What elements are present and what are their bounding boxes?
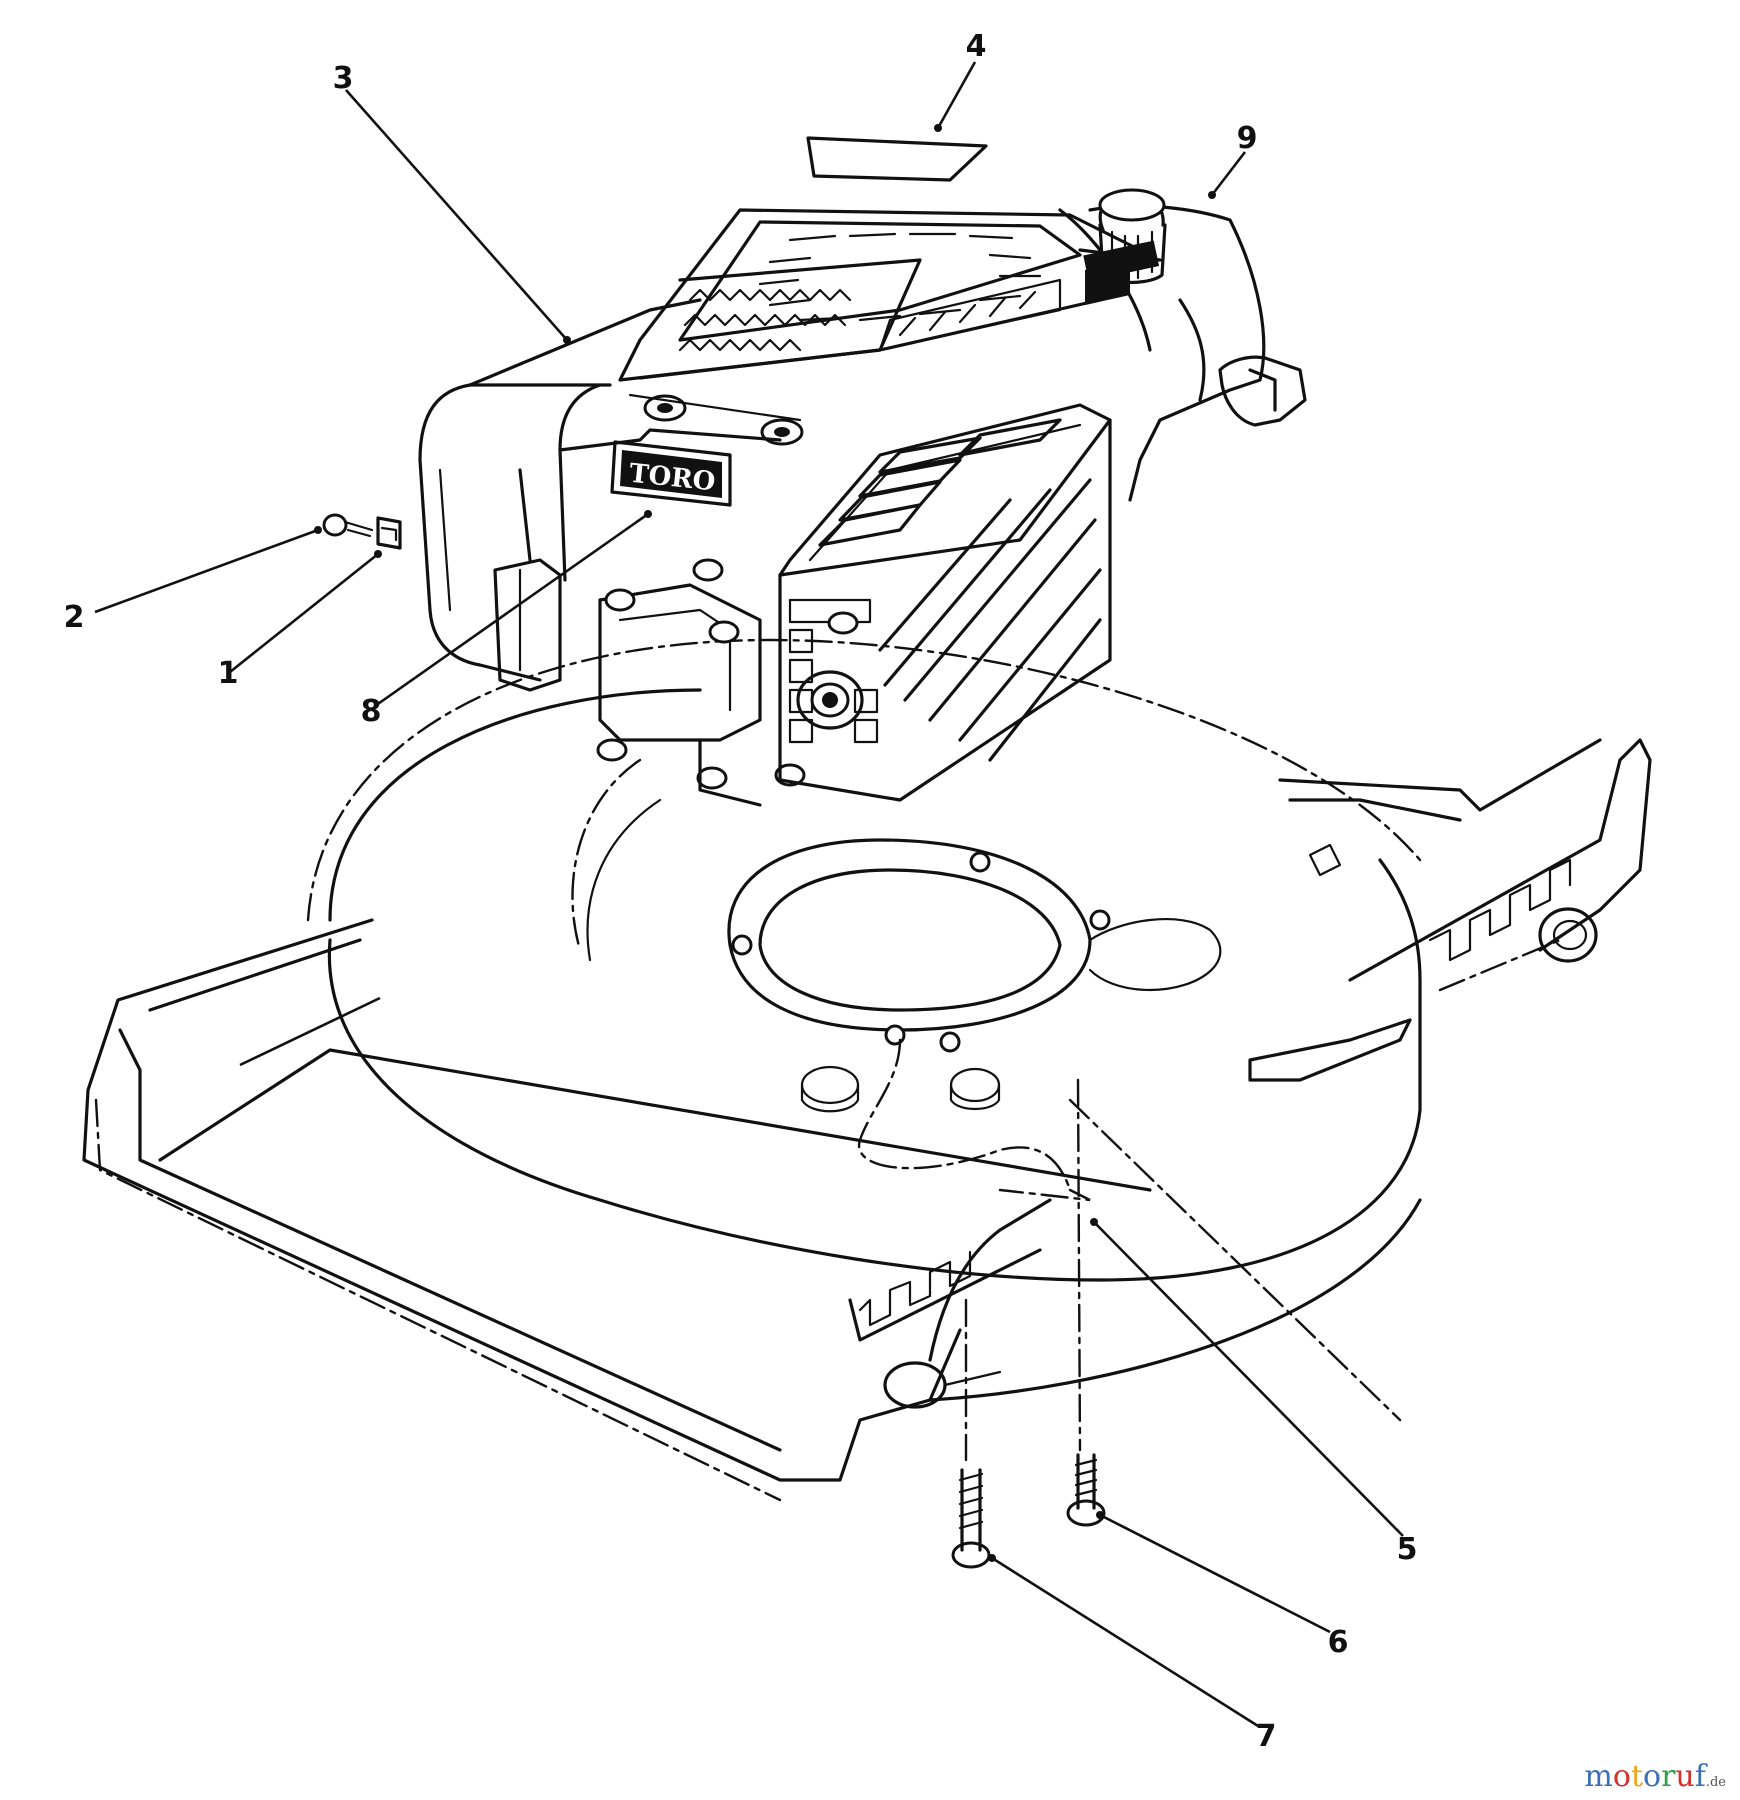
callout-6: 6 [1328, 1625, 1349, 1660]
callout-leaders [94, 61, 1404, 1728]
watermark-letter: o [1612, 1759, 1631, 1794]
air-filter-box [778, 403, 1112, 802]
callout-4: 4 [966, 29, 987, 64]
callout-8: 8 [361, 694, 382, 729]
callout-1: 1 [218, 656, 239, 691]
callout-2: 2 [64, 600, 85, 635]
watermark-letter: t [1630, 1759, 1643, 1794]
watermark-letter: u [1675, 1759, 1695, 1794]
watermark-letter: o [1643, 1759, 1662, 1794]
callout-3: 3 [333, 61, 354, 96]
callout-7: 7 [1256, 1719, 1277, 1754]
watermark-letter: m [1584, 1759, 1613, 1794]
watermark-suffix: .de [1705, 1775, 1726, 1790]
brand-plate: TORO [610, 440, 732, 507]
watermark-logo: motoruf.de [1584, 1759, 1726, 1794]
watermark-letter: r [1661, 1759, 1676, 1794]
screw-6 [1066, 1453, 1106, 1527]
decal [806, 136, 988, 182]
mower-deck [82, 638, 1652, 1502]
callout-labels: 1 2 3 4 5 6 7 8 9 [64, 29, 1418, 1754]
watermark-text: motoruf [1584, 1759, 1705, 1794]
screw-7 [951, 1468, 991, 1569]
watermark-letter: f [1694, 1759, 1706, 1794]
recoil-cover [618, 208, 1142, 446]
callout-5: 5 [1397, 1532, 1418, 1567]
screw-and-clip [322, 513, 402, 550]
callout-9: 9 [1237, 121, 1258, 156]
engine: TORO [418, 188, 1307, 807]
